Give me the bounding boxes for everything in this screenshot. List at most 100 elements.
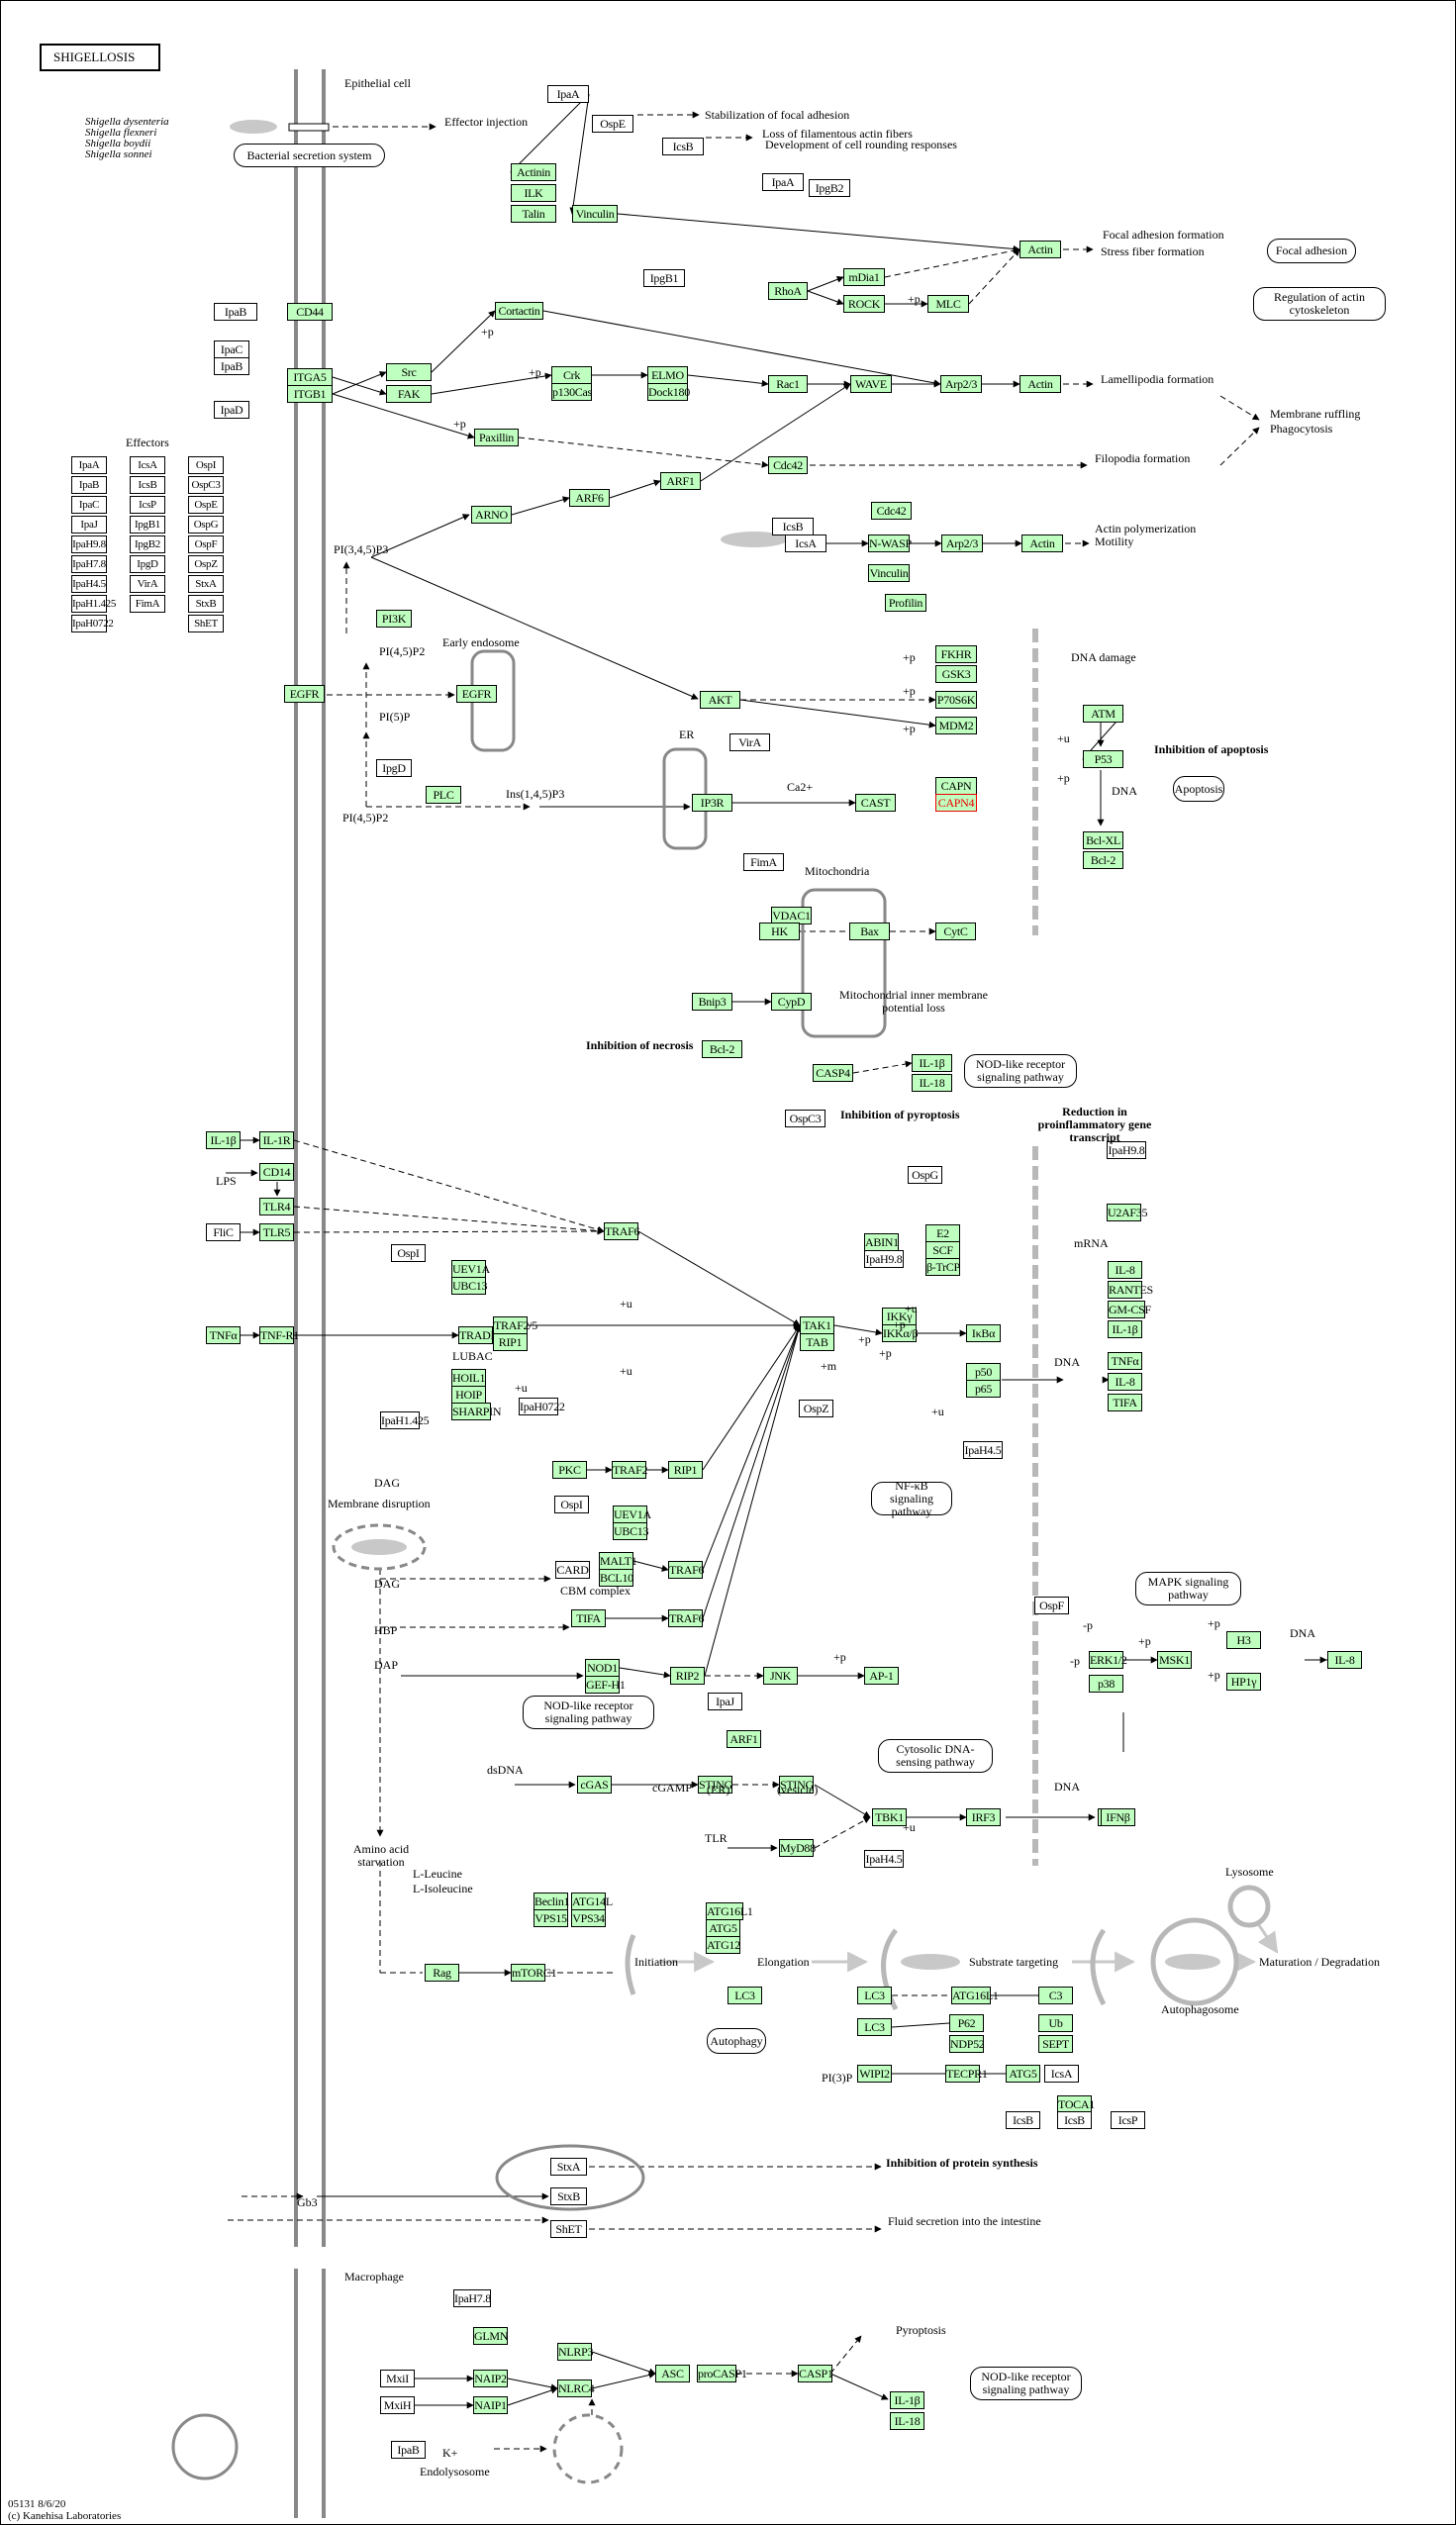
gene-node-vps34[interactable]: VPS34 bbox=[571, 1909, 606, 1927]
gene-node-uev1a-a[interactable]: UEV1A bbox=[451, 1260, 490, 1278]
gene-node-actin-a[interactable]: Actin bbox=[1019, 241, 1061, 258]
gene-node-beclin1[interactable]: Beclin1 bbox=[534, 1893, 570, 1910]
effector-legend-item[interactable]: IpaB bbox=[71, 476, 107, 494]
gene-node-egfr-b[interactable]: EGFR bbox=[456, 685, 497, 703]
pathway-map-link-nod-like-3[interactable]: NOD-like receptor signaling pathway bbox=[970, 2367, 1082, 2400]
effector-node-ospC3[interactable]: OspC3 bbox=[785, 1110, 825, 1127]
effector-legend-item[interactable]: IpaA bbox=[71, 456, 107, 474]
gene-node-sting-er[interactable]: STING bbox=[698, 1776, 732, 1794]
gene-node-hk[interactable]: HK bbox=[759, 923, 800, 940]
gene-node-mdia1[interactable]: mDia1 bbox=[843, 268, 885, 286]
gene-node-naip1[interactable]: NAIP1 bbox=[473, 2396, 508, 2414]
gene-node-rip1-b[interactable]: RIP1 bbox=[668, 1461, 703, 1479]
gene-node-naip2[interactable]: NAIP2 bbox=[473, 2370, 508, 2387]
gene-node-arf6[interactable]: ARF6 bbox=[569, 489, 610, 507]
gene-node-talin[interactable]: Talin bbox=[511, 205, 556, 223]
effector-node-ipaH45-b[interactable]: IpaH4.5 bbox=[864, 1850, 904, 1868]
gene-node-mlc[interactable]: MLC bbox=[927, 295, 969, 313]
gene-node-myd88[interactable]: MyD88 bbox=[779, 1839, 816, 1857]
gene-node-abin1[interactable]: ABIN1 bbox=[864, 1233, 899, 1251]
gene-node-il8-c[interactable]: IL-8 bbox=[1327, 1651, 1362, 1669]
gene-node-bclxl[interactable]: Bcl-XL bbox=[1083, 831, 1123, 849]
gene-node-ap1[interactable]: AP-1 bbox=[864, 1667, 899, 1685]
effector-node-mxiH[interactable]: MxiH bbox=[380, 2396, 415, 2414]
gene-node-c3[interactable]: C3 bbox=[1038, 1987, 1073, 2004]
gene-node-ikkab[interactable]: IKKα/β bbox=[882, 1324, 919, 1342]
gene-node-uev1a-b[interactable]: UEV1A bbox=[613, 1505, 651, 1523]
gene-node-mtorc1[interactable]: mTORC1 bbox=[511, 1964, 557, 1982]
gene-node-tlr4[interactable]: TLR4 bbox=[259, 1198, 294, 1215]
effector-node-ipaA-b[interactable]: IpaA bbox=[762, 173, 804, 191]
effector-node-ipaH98-a[interactable]: IpaH9.8 bbox=[864, 1250, 904, 1268]
gene-node-egfr-a[interactable]: EGFR bbox=[284, 685, 325, 703]
effector-node-virA[interactable]: VirA bbox=[729, 733, 770, 751]
effector-legend-item[interactable]: IpaH0722 bbox=[71, 615, 114, 632]
gene-node-bnip3[interactable]: Bnip3 bbox=[692, 993, 732, 1011]
effector-legend-item[interactable]: StxB bbox=[188, 595, 224, 613]
gene-node-p130cas[interactable]: p130Cas bbox=[551, 383, 592, 401]
effector-node-ospZ[interactable]: OspZ bbox=[799, 1400, 833, 1417]
gene-node-actin-c[interactable]: Actin bbox=[1021, 534, 1063, 552]
gene-node-tecpr1[interactable]: TECPR1 bbox=[945, 2065, 988, 2083]
gene-node-capn4[interactable]: CAPN4 bbox=[935, 794, 977, 812]
gene-node-vinculin-a[interactable]: Vinculin bbox=[572, 205, 618, 223]
gene-node-il1b-b[interactable]: IL-1β bbox=[206, 1131, 241, 1149]
gene-node-scf[interactable]: SCF bbox=[925, 1241, 960, 1259]
effector-node-ipgB1[interactable]: IpgB1 bbox=[643, 269, 685, 287]
gene-node-cd44[interactable]: CD44 bbox=[287, 303, 333, 321]
gene-node-nlrp3[interactable]: NLRP3 bbox=[557, 2343, 594, 2361]
gene-node-rag[interactable]: Rag bbox=[425, 1964, 459, 1982]
gene-node-malt1[interactable]: MALT1 bbox=[599, 1552, 637, 1570]
gene-node-tlr5[interactable]: TLR5 bbox=[259, 1223, 294, 1241]
gene-node-p50[interactable]: p50 bbox=[966, 1363, 1001, 1381]
gene-node-gefh1[interactable]: GEF-H1 bbox=[585, 1676, 626, 1694]
pathway-map-link-bacterial-secretion[interactable]: Bacterial secretion system bbox=[234, 144, 385, 167]
gene-node-rhoa[interactable]: RhoA bbox=[768, 282, 808, 300]
effector-node-ipaB-a[interactable]: IpaB bbox=[214, 303, 257, 321]
gene-node-plc[interactable]: PLC bbox=[426, 786, 461, 804]
gene-node-ndp52[interactable]: NDP52 bbox=[949, 2035, 985, 2053]
effector-legend-item[interactable]: IpgB1 bbox=[130, 516, 165, 534]
gene-node-paxillin[interactable]: Paxillin bbox=[474, 429, 519, 446]
gene-node-pkc[interactable]: PKC bbox=[552, 1461, 587, 1479]
effector-legend-item[interactable]: IcsA bbox=[130, 456, 165, 474]
gene-node-p53[interactable]: P53 bbox=[1083, 750, 1123, 768]
gene-node-rip2[interactable]: RIP2 bbox=[670, 1667, 705, 1685]
gene-node-rantes[interactable]: RANTES bbox=[1108, 1281, 1153, 1299]
gene-node-itgb1[interactable]: ITGB1 bbox=[287, 385, 333, 403]
effector-node-ipaB-c[interactable]: IpaB bbox=[391, 2441, 426, 2459]
gene-node-hoip[interactable]: HOIP bbox=[451, 1386, 486, 1404]
effector-node-ipaB-b[interactable]: IpaB bbox=[214, 357, 249, 375]
gene-node-capn[interactable]: CAPN bbox=[935, 777, 977, 795]
gene-node-lc3-a[interactable]: LC3 bbox=[728, 1987, 762, 2004]
gene-node-tnfa-a[interactable]: TNFα bbox=[206, 1326, 241, 1344]
gene-node-atg16l1-b[interactable]: ATG16L1 bbox=[951, 1987, 999, 2004]
gene-node-jnk[interactable]: JNK bbox=[763, 1667, 798, 1685]
effector-node-mxiI[interactable]: MxiI bbox=[380, 2370, 415, 2387]
gene-node-tifa-a[interactable]: TIFA bbox=[1108, 1394, 1142, 1411]
gene-node-il18-b[interactable]: IL-18 bbox=[890, 2412, 924, 2430]
pathway-map-link-mapk[interactable]: MAPK signaling pathway bbox=[1135, 1572, 1241, 1605]
gene-node-il1r[interactable]: IL-1R bbox=[259, 1131, 294, 1149]
gene-node-bcl2-b[interactable]: Bcl-2 bbox=[702, 1040, 742, 1058]
gene-node-atg5-a[interactable]: ATG5 bbox=[706, 1919, 740, 1937]
effector-node-ipaD[interactable]: IpaD bbox=[214, 401, 249, 419]
gene-node-il1b-c[interactable]: IL-1β bbox=[1108, 1320, 1142, 1338]
gene-node-nlrc4[interactable]: NLRC4 bbox=[557, 2379, 595, 2397]
effector-node-ospI-b[interactable]: OspI bbox=[554, 1496, 589, 1513]
gene-node-p62[interactable]: P62 bbox=[949, 2014, 984, 2032]
effector-legend-item[interactable]: OspG bbox=[188, 516, 224, 534]
gene-node-atg12[interactable]: ATG12 bbox=[706, 1936, 740, 1954]
gene-node-ip3r[interactable]: IP3R bbox=[692, 794, 732, 812]
gene-node-fkhr[interactable]: FKHR bbox=[935, 645, 977, 663]
gene-node-sharpin[interactable]: SHARPIN bbox=[451, 1403, 502, 1420]
gene-node-bcl10[interactable]: BCL10 bbox=[599, 1569, 633, 1587]
gene-node-il1b-a[interactable]: IL-1β bbox=[912, 1054, 952, 1072]
gene-node-atg14l[interactable]: ATG14L bbox=[571, 1893, 613, 1910]
gene-node-tnfr1[interactable]: TNF-R1 bbox=[259, 1326, 299, 1344]
gene-node-arp23-b[interactable]: Arp2/3 bbox=[941, 534, 983, 552]
effector-node-icsB-b[interactable]: IcsB bbox=[772, 518, 814, 535]
effector-node-ipaH98-b[interactable]: IpaH9.8 bbox=[1107, 1141, 1146, 1159]
gene-node-erk12[interactable]: ERK1/2 bbox=[1089, 1651, 1127, 1669]
effector-legend-item[interactable]: IcsP bbox=[130, 496, 165, 514]
